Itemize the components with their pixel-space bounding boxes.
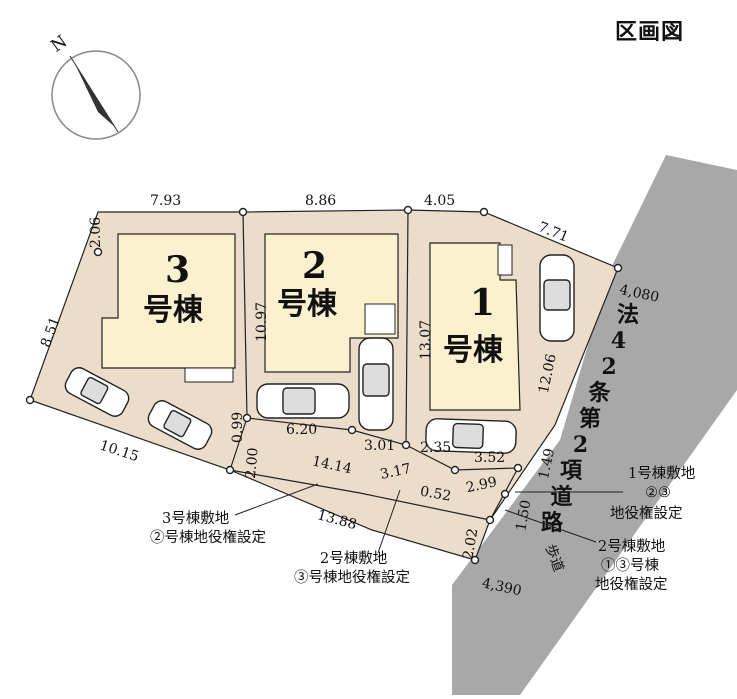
page-title: 区画図	[615, 20, 685, 45]
dim-0-99: 0.99	[230, 412, 246, 443]
dim-3-52: 3.52	[474, 450, 505, 466]
building-3-label: 号棟	[143, 293, 204, 328]
dim-10-15: 10.15	[98, 438, 141, 466]
dim-2-02: 2.02	[460, 527, 481, 560]
note-lot2b-line1: 2号棟敷地	[598, 538, 665, 555]
car-icon	[147, 400, 213, 450]
building-labels: 3 号棟 2 号棟 1 号棟	[143, 245, 504, 368]
dim-3-17: 3.17	[379, 461, 413, 483]
note-lot2-line1: 2号棟敷地	[320, 550, 387, 567]
dim-1-50: 1.50	[513, 499, 534, 532]
car-icon	[539, 254, 575, 342]
building-1-label: 号棟	[443, 333, 504, 368]
car-icon	[358, 337, 394, 431]
building-3-number: 3	[165, 249, 190, 291]
building-2-label: 号棟	[277, 287, 338, 322]
road-label-char: 路	[541, 510, 564, 536]
dim-2-06: 2.06	[88, 217, 104, 248]
building-1-number: 1	[470, 282, 495, 324]
compass-icon: N	[47, 32, 141, 140]
dimension-labels: 7.93 8.86 4.05 7.71 2.06 8.51 10.97 13.0…	[38, 193, 660, 599]
road-label-char: 道	[550, 484, 572, 510]
road-label-char: 第	[579, 406, 601, 432]
road-label-char: 条	[587, 380, 611, 406]
note-lot1-line2: ②③	[645, 485, 671, 501]
road-label-char: 法	[617, 302, 639, 328]
building-3	[101, 233, 236, 383]
car-icon	[425, 418, 517, 454]
building-1	[429, 242, 521, 411]
note-lot1-line1: 1号棟敷地	[628, 465, 695, 482]
building-2-number: 2	[302, 245, 327, 287]
road-label-char: 2	[601, 354, 616, 380]
dim-10-97: 10.97	[254, 302, 270, 342]
note-lot2-line2: ③号棟地役権設定	[294, 569, 410, 586]
note-lot3-line1: 3号棟敷地	[162, 510, 229, 527]
compass-north-label: N	[47, 32, 71, 57]
building-2	[264, 233, 399, 373]
dim-7-93: 7.93	[150, 193, 181, 209]
note-lot2b-line3: 地役権設定	[595, 576, 668, 593]
note-lot2b-line2: ①③号棟	[601, 557, 659, 574]
dim-2-35: 2.35	[420, 440, 451, 456]
road-label-char: 4	[611, 328, 626, 354]
dim-2-00: 2.00	[243, 447, 262, 479]
road-area	[452, 155, 737, 695]
dim-4-05: 4.05	[424, 193, 455, 209]
note-lot3-line2: ②号棟地役権設定	[150, 529, 266, 546]
road-label-char: 項	[560, 458, 583, 484]
dim-13-07: 13.07	[418, 320, 434, 360]
road-label-char: 2	[573, 432, 588, 458]
car-icon	[64, 367, 130, 417]
dim-1-49: 1.49	[536, 447, 558, 481]
dim-8-86: 8.86	[305, 193, 336, 209]
dim-3-01: 3.01	[364, 438, 395, 454]
dim-0-52: 0.52	[419, 484, 452, 505]
dim-6-20: 6.20	[286, 422, 317, 438]
survey-points	[25, 205, 623, 565]
cars	[64, 254, 575, 454]
dim-2-99: 2.99	[465, 474, 499, 496]
car-icon	[256, 383, 350, 419]
note-lot1-line3: 地役権設定	[610, 505, 683, 522]
notes: 1号棟敷地 ②③ 地役権設定 3号棟敷地 ②号棟地役権設定 2号棟敷地 ③号棟地…	[150, 465, 695, 593]
